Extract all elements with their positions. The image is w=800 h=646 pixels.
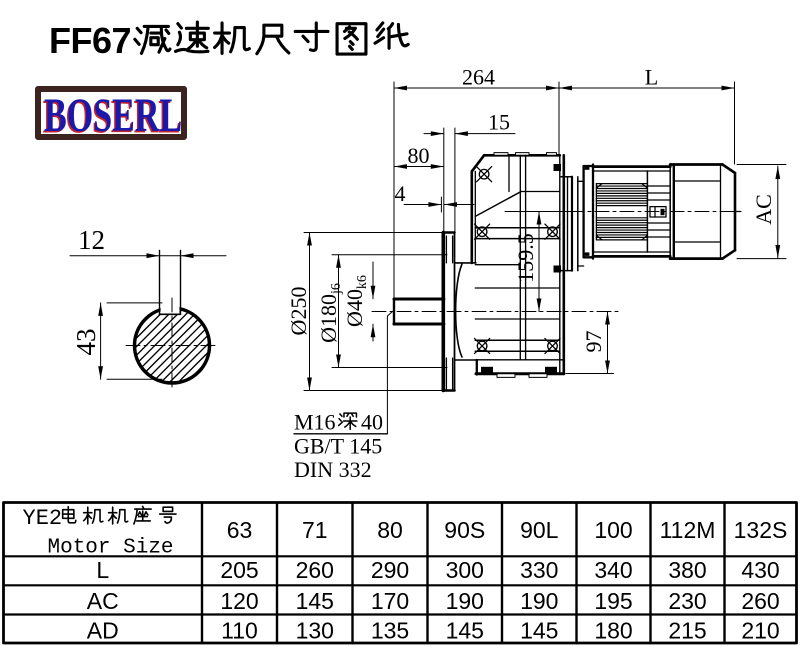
svg-text:90L: 90L <box>520 517 559 543</box>
svg-text:145: 145 <box>520 617 558 643</box>
svg-text:340: 340 <box>594 557 632 583</box>
svg-text:205: 205 <box>220 557 258 583</box>
svg-text:260: 260 <box>296 557 334 583</box>
svg-text:AC: AC <box>87 588 119 614</box>
svg-text:Motor Size: Motor Size <box>48 537 174 560</box>
svg-text:180: 180 <box>594 617 632 643</box>
svg-text:135: 135 <box>371 617 409 643</box>
svg-text:71: 71 <box>302 517 328 543</box>
svg-text:145: 145 <box>296 588 334 614</box>
svg-text:63: 63 <box>227 517 253 543</box>
svg-text:Ø40k6: Ø40k6 <box>342 275 370 327</box>
svg-text:FF67: FF67 <box>49 20 131 61</box>
svg-text:130: 130 <box>296 617 334 643</box>
svg-text:97: 97 <box>581 331 606 353</box>
svg-text:210: 210 <box>741 617 779 643</box>
svg-text:110: 110 <box>221 617 258 643</box>
svg-text:90S: 90S <box>444 517 485 543</box>
svg-text:43: 43 <box>71 329 101 356</box>
svg-text:380: 380 <box>668 557 706 583</box>
svg-text:230: 230 <box>668 588 706 614</box>
svg-text:M16: M16 <box>294 410 336 435</box>
svg-text:190: 190 <box>520 588 558 614</box>
svg-text:L: L <box>645 65 658 90</box>
svg-text:BOSERL: BOSERL <box>43 91 181 144</box>
svg-text:80: 80 <box>408 143 430 168</box>
svg-text:190: 190 <box>446 588 484 614</box>
svg-text:170: 170 <box>371 588 409 614</box>
svg-text:Ø180j6: Ø180j6 <box>316 283 344 343</box>
svg-text:330: 330 <box>520 557 558 583</box>
svg-text:4: 4 <box>395 181 406 206</box>
svg-text:80: 80 <box>377 517 403 543</box>
svg-text:159.5: 159.5 <box>513 233 538 283</box>
svg-text:132S: 132S <box>734 517 788 543</box>
svg-text:YE2: YE2 <box>23 506 63 531</box>
svg-text:DIN 332: DIN 332 <box>294 457 372 482</box>
svg-text:Ø250: Ø250 <box>286 287 311 336</box>
svg-text:100: 100 <box>594 517 632 543</box>
svg-text:120: 120 <box>220 588 258 614</box>
svg-text:195: 195 <box>594 588 632 614</box>
svg-text:AD: AD <box>87 617 119 643</box>
svg-text:264: 264 <box>462 65 495 90</box>
svg-text:40: 40 <box>361 410 383 435</box>
svg-text:L: L <box>96 557 109 583</box>
svg-text:112M: 112M <box>660 517 716 543</box>
svg-text:430: 430 <box>741 557 779 583</box>
svg-text:300: 300 <box>446 557 484 583</box>
svg-text:GB/T 145: GB/T 145 <box>294 434 382 459</box>
svg-text:260: 260 <box>741 588 779 614</box>
svg-text:215: 215 <box>668 617 706 643</box>
svg-text:AC: AC <box>751 194 776 225</box>
svg-text:15: 15 <box>488 110 510 135</box>
svg-text:BOSERL: BOSERL <box>44 89 182 142</box>
svg-text:12: 12 <box>78 225 105 255</box>
svg-text:145: 145 <box>446 617 484 643</box>
svg-text:290: 290 <box>371 557 409 583</box>
